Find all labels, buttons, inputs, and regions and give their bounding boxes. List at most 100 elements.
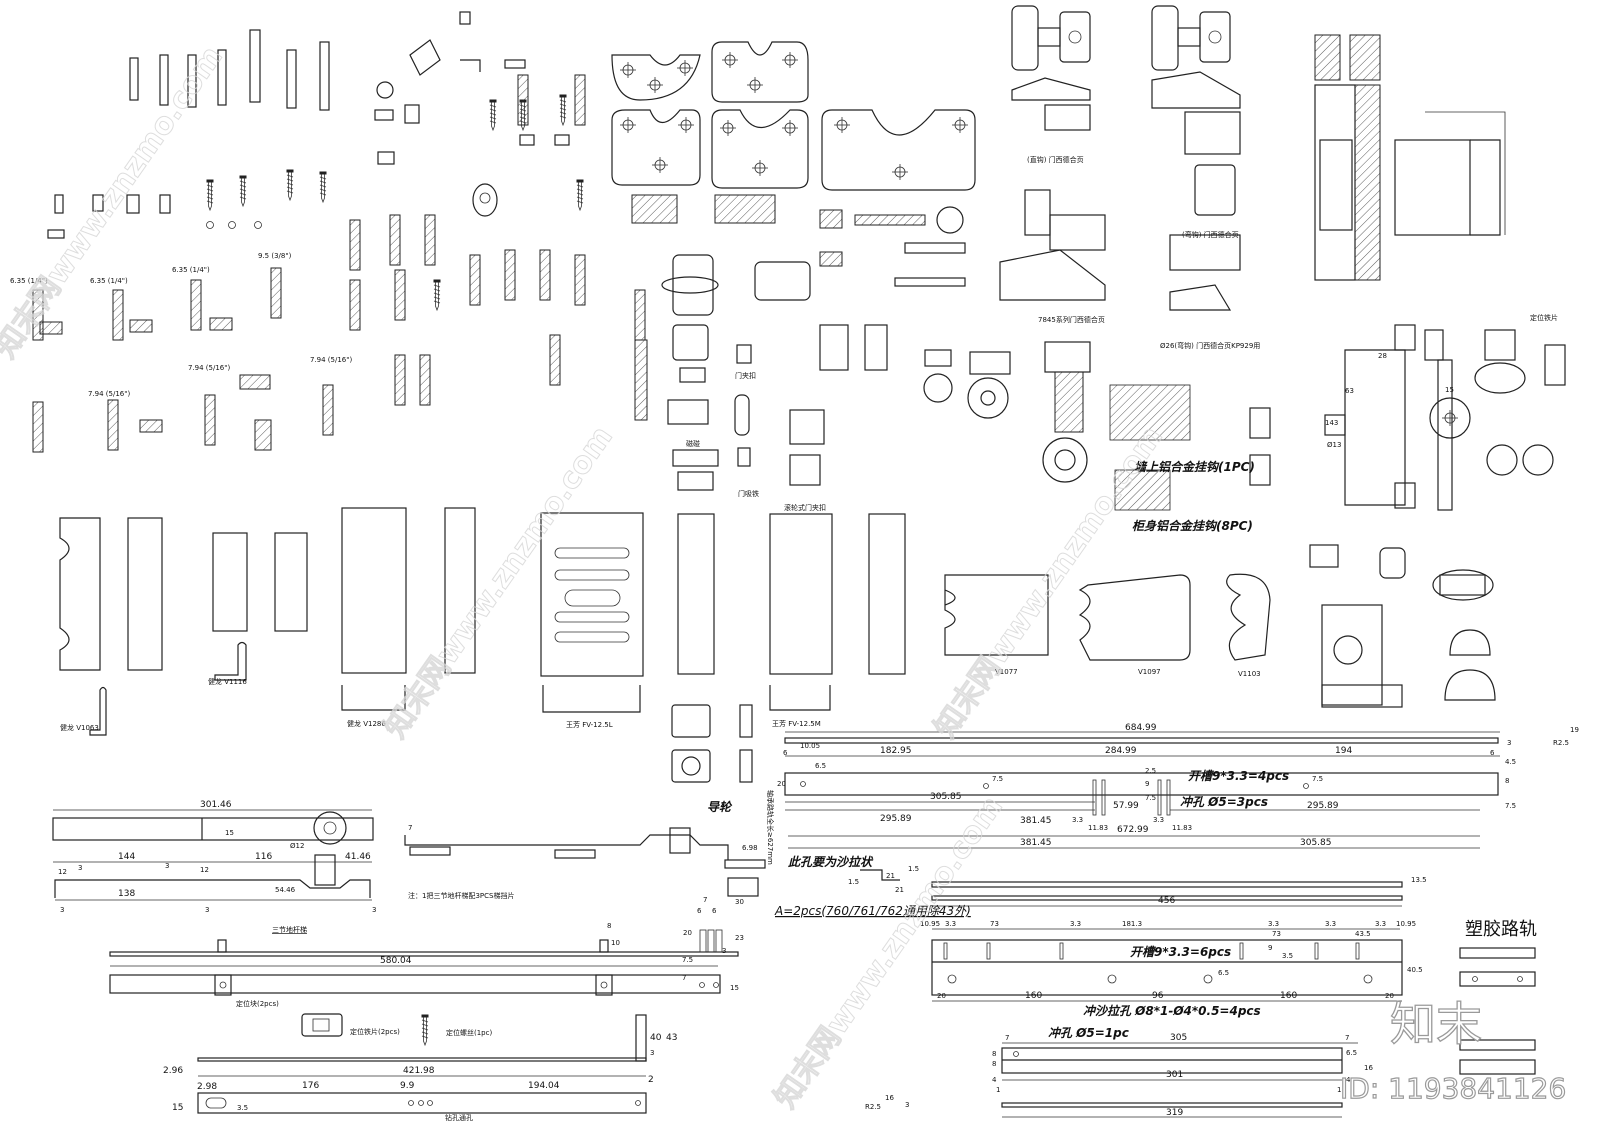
ladder-dim: 6.98 [742,844,758,852]
plate-v1077-label: V1077 [995,668,1018,676]
rail422-dim: 3 [650,1049,654,1057]
hook-hinge-section [1314,34,1506,281]
locator-plate-small-label: 定位铁片 [1530,313,1558,322]
door-clip-label: 门夹扣 [735,371,756,380]
rail580-dim: 23 [735,934,744,942]
rail580-dim: 3 [722,947,726,955]
rail-b-drawing: 冲孔 Ø5=1pc 7 305 7 8 8 6.5 16 4 301 4 1 1… [865,1026,1373,1118]
raila-dim: 73 [1272,930,1281,938]
raila-dim: 96 [1152,991,1164,1001]
screw-dim-label: 6.35 (1/4") [90,277,128,285]
ladder-dim: 144 [118,852,135,862]
threaded-inserts-group: 6.35 (1/4") 6.35 (1/4") 6.35 (1/4") 9.5 … [10,252,352,453]
rail685-dim: 8 [1505,777,1509,785]
rail422-dim: 40 [650,1033,662,1043]
side-note: 轴承路轨全长≥627mm [766,790,775,865]
ladder-dim: 116 [255,852,272,862]
raila-dim: 73 [990,920,999,928]
railb-dim: 1 [996,1086,1000,1094]
plastic-rail-drawing: 塑胶路轨 [1459,919,1537,1075]
ladder-dim: 3 [78,864,82,872]
rail580-dim: 7.5 [682,956,693,964]
raila-dim: 3.3 [1325,920,1336,928]
watermark-brand: 知末 [1390,997,1482,1051]
screw-dim-label: 9.5 (3/8") [258,252,292,260]
rail685-dim: 3.3 [1072,816,1083,824]
rail685-dim: 194 [1335,746,1352,756]
roller-clip-label: 滚轮式门夹扣 [784,503,826,512]
rail456-dim: 456 [1158,896,1175,906]
ladder-dim: 138 [118,889,135,899]
ladder-dim: 41.46 [345,852,371,862]
rail685-dim: 20 [777,780,786,788]
ladder-dim: 12 [200,866,209,874]
railb-dim: 3 [905,1101,909,1109]
rail456-dim: 21 [895,886,904,894]
raila-dim: 160 [1280,991,1297,1001]
wood-screws-group [47,94,584,311]
railb-dim: 8 [992,1060,996,1068]
rail-422-drawing: 421.98 2.96 2.98 176 9.9 194.04 2 15 3.5… [163,1014,677,1122]
ladder-dim: 54.46 [275,886,296,894]
ladder-dim: 3 [372,906,376,914]
railb-dim: 16 [1364,1064,1373,1072]
rail456-dim: 1.5 [848,878,859,886]
screw-dim-label: 7.94 (5/16") [88,390,130,398]
plastic-rail-title: 塑胶路轨 [1465,919,1537,940]
ladder-note: 注：1把三节地杆梯配3PCS梯挡片 [408,891,514,900]
watermark-id: ID: 1193841126 [1340,1072,1566,1105]
ladder-drawing: 301.46 15 Ø12 144 116 41.46 138 54.46 12… [52,800,766,934]
series-hinge-label: 7845系列门西德合页 [1038,315,1105,324]
rail685-dim: 7.5 [1312,775,1323,783]
slot-note: 开槽9*3.3=4pcs [1188,769,1289,783]
bracket-fv125m-label: 王芳 FV-12.5M [772,719,821,728]
ladder-dim: 15 [225,829,234,837]
drill-hole-label: 钻孔通孔 [445,1113,473,1122]
rail456-dim: 21 [886,872,895,880]
rail685-dim: 10.05 [800,742,820,750]
door-latches-group: 门夹扣 磁碰 门吸铁 滚轮式门夹扣 [634,206,1271,512]
watermark: 知末网www.znzmo.com 知末网www.znzmo.com 知末网www… [0,39,1567,1115]
rail422-dim: 3.5 [237,1104,248,1112]
rail685-dim: 6.5 [815,762,826,770]
railb-dim: 8 [992,1050,996,1058]
rail685-dim: 672.99 [1117,825,1149,835]
rail422-dim: 2.96 [163,1066,183,1076]
slot-note-6: 开槽9*3.3=6pcs [1130,945,1231,959]
rail422-dim: 176 [302,1081,319,1091]
screw-dim-label: 7.94 (5/16") [188,364,230,372]
rail456-dim: 1.5 [908,865,919,873]
rail685-dim: 7.5 [1145,794,1156,802]
rail685-dim: 7.5 [992,775,1003,783]
rail580-dim: 20 [683,929,692,937]
rail422-dim: 421.98 [403,1066,435,1076]
bed-plates-group: V1077 V1097 V1103 [944,573,1271,678]
rail685-dim: 381.45 [1020,816,1052,826]
rail-580-drawing: 580.04 8 10 7 6 6 20 23 3 7.5 7 15 定位块(2… [109,896,744,1046]
dim-label: 143 [1325,419,1338,427]
watermark-site: 知末网www.znzmo.com [768,790,1010,1115]
ladder-dim: 3 [165,862,169,870]
rail685-dim: 4.5 [1505,758,1516,766]
rail685-dim: 284.99 [1105,746,1137,756]
railb-dim: 6.5 [1346,1049,1357,1057]
bracket-v1116-label: 健龙 V1116 [208,677,247,686]
watermark-site: 知末网www.znzmo.com [928,420,1170,745]
dim-label: Ø13 [1327,441,1341,449]
screw-dim-label: 7.94 (5/16") [310,356,352,364]
rail422-dim: 2 [648,1075,654,1085]
straight-hinge-label: (直钩) 门西德合页 [1027,155,1084,164]
rail580-dim: 10 [611,939,620,947]
rail422-dim: 9.9 [400,1081,415,1091]
bracket-v1286-label: 健龙 V1286 [347,719,386,728]
rail685-dim: 9 [1145,780,1149,788]
rail422-dim: 194.04 [528,1081,560,1091]
bracket-fv125l-label: 王芳 FV-12.5L [566,720,613,729]
salad-hole-count-note: 冲沙拉孔 Ø8*1-Ø4*0.5=4pcs [1083,1004,1261,1018]
railb-dim: 1 [1337,1086,1341,1094]
rail422-dim: 2.98 [197,1082,217,1092]
rail685-dim: 381.45 [1020,838,1052,848]
hole-note: 冲孔 Ø5=3pcs [1180,795,1268,809]
railb-dim: 4 [992,1076,997,1084]
